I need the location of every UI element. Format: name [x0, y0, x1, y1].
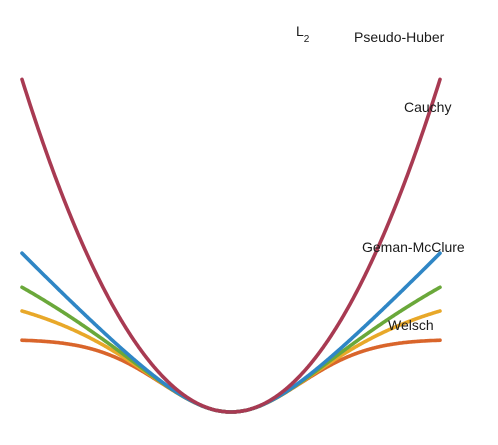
series-line-l2	[20, 77, 442, 414]
series-label-cauchy: Cauchy	[404, 99, 451, 115]
series-line-welsch	[20, 338, 442, 414]
series-label-pseudo-huber: Pseudo-Huber	[354, 29, 445, 45]
curves-layer	[20, 77, 442, 414]
series-label-subscript: 2	[304, 34, 310, 45]
series-label-geman-mcclure: Geman-McClure	[362, 239, 465, 255]
series-line-pseudo-huber	[20, 251, 442, 414]
series-label-welsch: Welsch	[388, 317, 434, 333]
series-line-cauchy	[20, 285, 442, 414]
series-label-l2: L2	[296, 23, 310, 45]
